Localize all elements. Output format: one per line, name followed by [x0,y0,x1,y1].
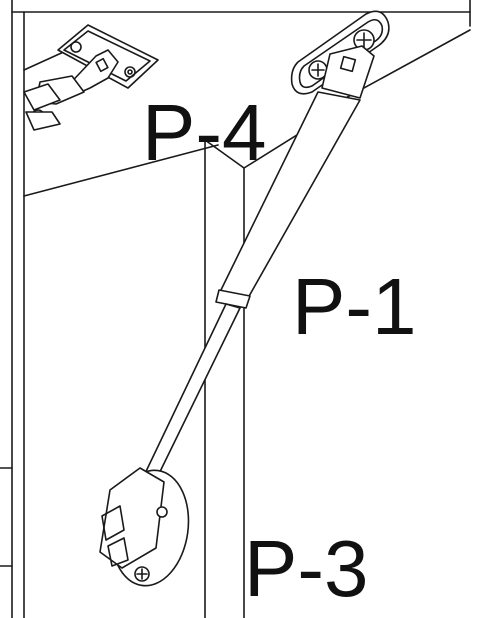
screw-icon [308,60,328,80]
screw-icon [156,506,168,518]
label-p4: P-4 [142,88,267,177]
screw-icon [134,566,150,582]
label-p3: P-3 [244,524,369,613]
bottom-mounting-bracket-icon [99,467,190,587]
label-p1: P-1 [292,262,417,351]
hinge-icon [23,24,159,131]
gas-strut-icon [139,45,375,489]
